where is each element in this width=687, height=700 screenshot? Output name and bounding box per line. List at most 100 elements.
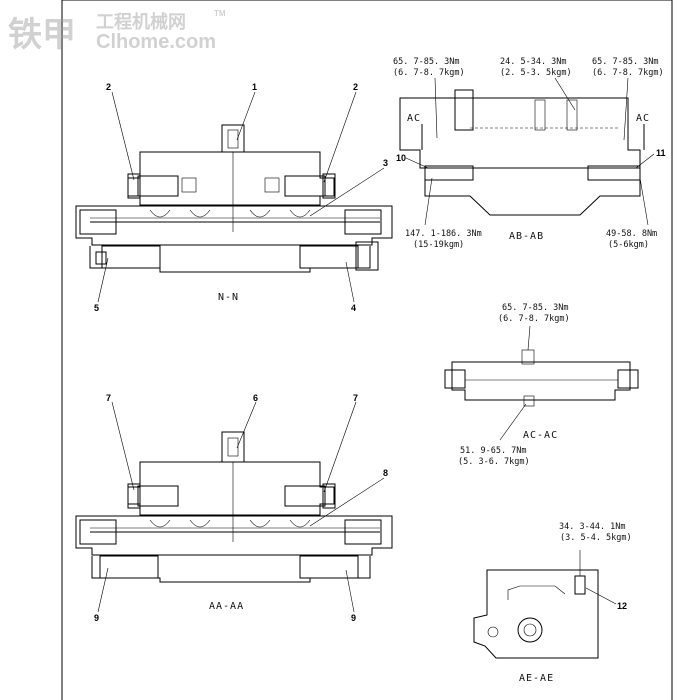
n-n-upper-body bbox=[127, 151, 335, 206]
callout-2-left: 2 bbox=[106, 82, 111, 92]
n-n-spool-lands bbox=[149, 209, 311, 218]
ab-leader-torque-3 bbox=[623, 77, 629, 141]
ab-torque-3-kgm: (6. 7-8. 7kgm) bbox=[592, 68, 664, 78]
ac-right-plug bbox=[617, 369, 639, 389]
ac-torque-1-nm: 65. 7-85. 3Nm bbox=[502, 303, 569, 313]
ab-torque-2-kgm: (2. 5-3. 5kgm) bbox=[500, 68, 572, 78]
watermark-trademark: TM bbox=[214, 9, 226, 18]
ab-leader-11 bbox=[635, 153, 655, 169]
callout-7-left: 7 bbox=[106, 393, 111, 403]
watermark-logo: 铁甲 工程机械网 Clhome.com TM bbox=[8, 9, 226, 54]
ac-left-plug bbox=[444, 369, 466, 389]
ab-leader-torque-1 bbox=[434, 77, 438, 139]
aa-leader-7-right bbox=[323, 401, 357, 493]
view-ac-ac: 65. 7-85. 3Nm (6. 7-8. 7kgm) 51. 9-65. 7… bbox=[444, 303, 639, 467]
callout-7-right: 7 bbox=[353, 393, 358, 403]
ab-left-plug-assembly bbox=[424, 165, 474, 181]
watermark-tagline-cn: 工程机械网 bbox=[96, 11, 186, 32]
n-n-leader-2-left bbox=[111, 91, 135, 181]
callout-9-right: 9 bbox=[351, 613, 356, 623]
ac-torque-1-kgm: (6. 7-8. 7kgm) bbox=[498, 314, 570, 324]
callout-2-right: 2 bbox=[353, 82, 358, 92]
ae-torque-nm: 34. 3-44. 1Nm bbox=[559, 522, 626, 532]
n-n-center-boss bbox=[221, 124, 245, 152]
ac-leader-torque-2 bbox=[499, 403, 527, 441]
ab-torque-5-kgm: (5-6kgm) bbox=[608, 240, 649, 250]
ae-passage-outline bbox=[507, 585, 566, 600]
aa-leader-7-left bbox=[111, 401, 135, 491]
callout-10: 10 bbox=[396, 153, 406, 163]
aa-center-plug bbox=[227, 437, 239, 457]
ab-leader-torque-4 bbox=[424, 177, 433, 226]
ab-leader-10 bbox=[405, 157, 429, 169]
view-ab-ab: AC AC 10 11 65. 7-85. 3Nm (6. 7-8. 7kgm)… bbox=[393, 57, 666, 250]
callout-4: 4 bbox=[351, 303, 356, 313]
ab-torque-1-nm: 65. 7-85. 3Nm bbox=[393, 57, 460, 67]
ab-torque-2-nm: 24. 5-34. 3Nm bbox=[500, 57, 567, 67]
watermark-brand-cn: 铁甲 bbox=[8, 16, 76, 54]
callout-12: 12 bbox=[617, 601, 627, 611]
n-n-main-body bbox=[75, 205, 393, 246]
aa-leader-6 bbox=[236, 401, 257, 449]
aa-center-boss bbox=[221, 431, 245, 462]
ae-large-port-inner bbox=[523, 623, 537, 637]
n-n-center-plug bbox=[227, 129, 239, 149]
n-n-left-relief-plug bbox=[127, 173, 141, 199]
aa-left-spool-cap bbox=[79, 519, 117, 545]
ab-torque-4-nm: 147. 1-186. 3Nm bbox=[405, 229, 482, 239]
ab-leader-torque-5 bbox=[639, 177, 649, 226]
n-n-leader-1 bbox=[236, 91, 256, 141]
aa-right-relief-valve bbox=[284, 485, 326, 507]
n-n-lower-right-valve bbox=[299, 245, 359, 269]
view-title-ac-ac: AC-AC bbox=[523, 430, 558, 441]
callout-3: 3 bbox=[383, 158, 388, 168]
callout-1: 1 bbox=[252, 82, 257, 92]
ab-section-mark-left: AC bbox=[407, 113, 421, 124]
aa-leader-9-left bbox=[97, 567, 109, 613]
watermark-brand-latin: Clhome.com bbox=[96, 31, 216, 53]
view-title-n-n: N-N bbox=[218, 292, 239, 303]
ac-torque-2-kgm: (5. 3-6. 7kgm) bbox=[458, 457, 530, 467]
n-n-lower-right-cap bbox=[355, 241, 379, 271]
n-n-lower-left-cap bbox=[95, 251, 107, 265]
n-n-leader-2-right bbox=[323, 91, 357, 183]
callout-8: 8 bbox=[383, 468, 388, 478]
ae-leader-12 bbox=[585, 587, 617, 605]
ae-torque-kgm: (3. 5-4. 5kgm) bbox=[560, 533, 632, 543]
aa-right-spool-cap bbox=[344, 519, 382, 545]
callout-5: 5 bbox=[94, 303, 99, 313]
aa-right-relief-plug bbox=[322, 483, 336, 509]
n-n-left-relief-valve bbox=[137, 175, 179, 197]
aa-lower-right-valve bbox=[299, 555, 359, 579]
aa-main-body bbox=[75, 515, 393, 556]
aa-left-relief-plug bbox=[127, 483, 141, 509]
view-ae-ae: 34. 3-44. 1Nm (3. 5-4. 5kgm) 12 AE-AE bbox=[473, 522, 632, 684]
aa-lower-left-valve bbox=[99, 555, 159, 579]
ab-lower-block bbox=[424, 168, 641, 216]
aa-left-relief-valve bbox=[137, 485, 179, 507]
n-n-right-relief-plug bbox=[322, 173, 336, 199]
aa-upper-body bbox=[127, 461, 335, 516]
ae-bolt-hole bbox=[487, 626, 499, 638]
aa-leader-9-right bbox=[345, 569, 355, 613]
ab-right-plug-assembly bbox=[587, 165, 641, 181]
n-n-port-a bbox=[181, 177, 197, 193]
ab-torque-3-nm: 65. 7-85. 3Nm bbox=[592, 57, 659, 67]
ac-leader-torque-1 bbox=[527, 325, 531, 351]
callout-11: 11 bbox=[656, 148, 666, 158]
ab-left-fitting bbox=[454, 89, 474, 131]
n-n-left-spool-cap bbox=[79, 209, 117, 235]
ab-torque-1-kgm: (6. 7-8. 7kgm) bbox=[393, 68, 465, 78]
n-n-lower-left-valve bbox=[101, 245, 161, 269]
ab-center-fitting-a bbox=[534, 99, 546, 131]
n-n-right-spool-cap bbox=[344, 209, 382, 235]
callout-9-left: 9 bbox=[94, 613, 99, 623]
ae-block bbox=[473, 569, 599, 659]
view-title-ae-ae: AE-AE bbox=[519, 673, 554, 684]
ab-torque-5-nm: 49-58. 8Nm bbox=[606, 229, 657, 239]
n-n-leader-3 bbox=[309, 167, 385, 217]
ab-leader-torque-2 bbox=[554, 77, 576, 111]
ac-torque-2-nm: 51. 9-65. 7Nm bbox=[460, 446, 527, 456]
ae-large-port bbox=[517, 617, 543, 643]
